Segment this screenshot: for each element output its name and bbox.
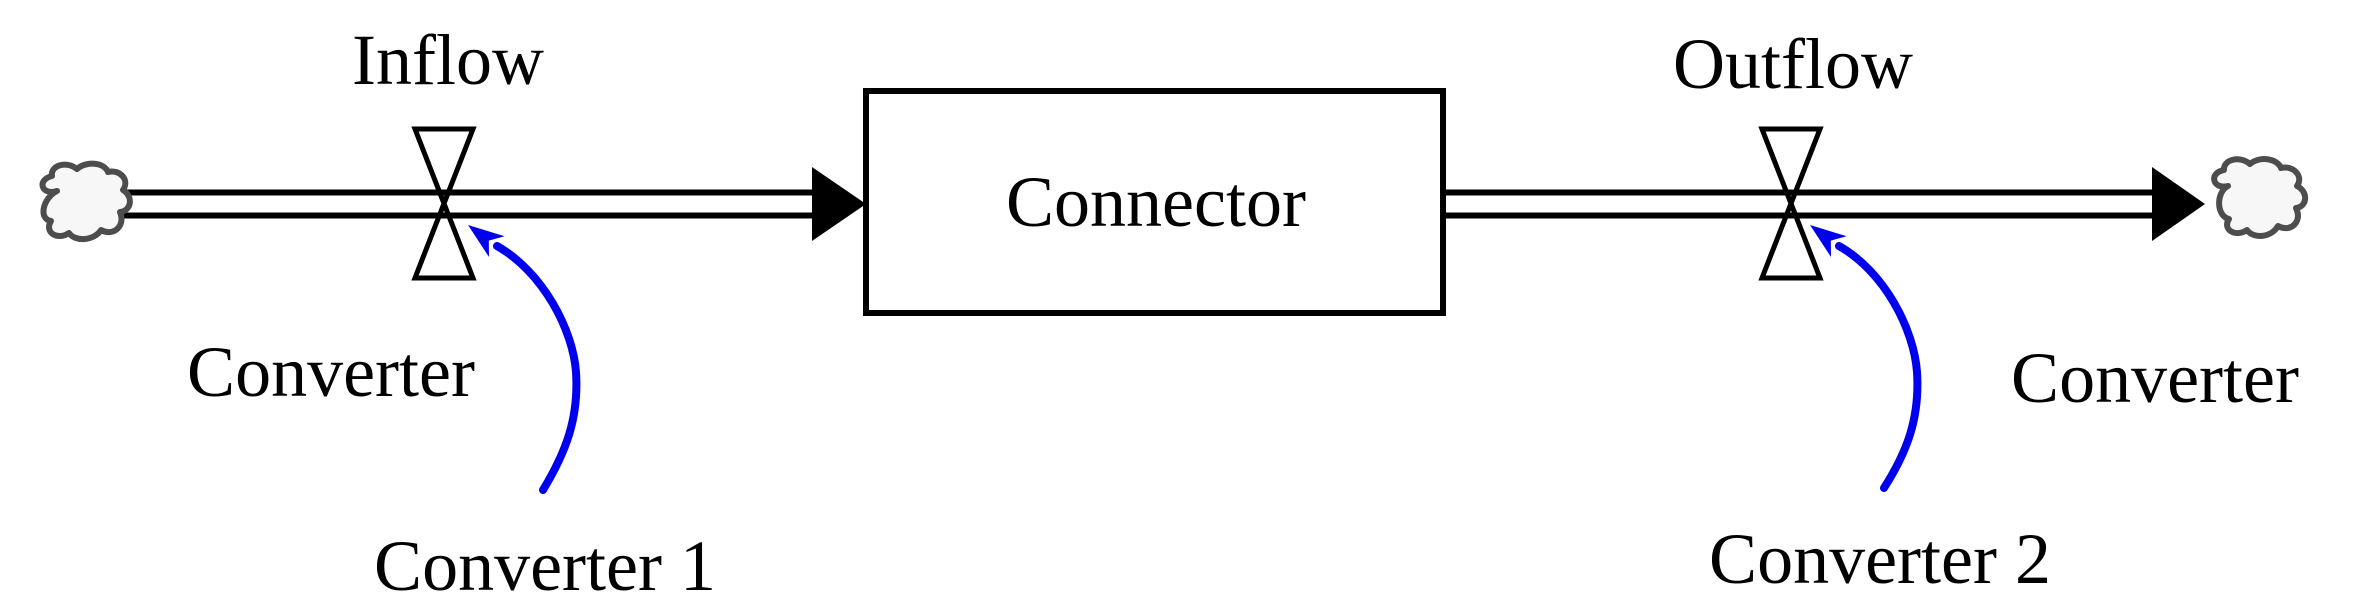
source-cloud-icon bbox=[39, 160, 133, 242]
annotation-arrow-left bbox=[468, 225, 581, 494]
inflow-pipe bbox=[105, 189, 812, 219]
inflow-valve-icon bbox=[411, 126, 477, 281]
inflow-label: Inflow bbox=[352, 20, 544, 100]
annotation-arrow-left-curve bbox=[493, 242, 581, 494]
annotation-arrowhead-left-icon bbox=[468, 225, 505, 257]
converter-left-label: Converter bbox=[187, 332, 475, 412]
annotation-arrowhead-right-icon bbox=[1810, 225, 1847, 257]
converter-2-label: Converter 2 bbox=[1709, 519, 2051, 599]
outflow-arrowhead-icon bbox=[2152, 167, 2205, 241]
sink-cloud-icon bbox=[2211, 156, 2309, 239]
connector-label: Connector bbox=[1006, 162, 1306, 242]
annotation-arrow-right-curve bbox=[1835, 242, 1922, 492]
outflow-pipe bbox=[1443, 189, 2152, 219]
annotation-arrow-right bbox=[1810, 225, 1922, 492]
connector-box bbox=[863, 88, 1446, 316]
outflow-valve-icon bbox=[1758, 126, 1824, 281]
converter-1-label: Converter 1 bbox=[374, 526, 716, 606]
outflow-label: Outflow bbox=[1673, 24, 1913, 104]
inflow-arrowhead-icon bbox=[812, 167, 866, 241]
converter-right-label: Converter bbox=[2011, 338, 2299, 418]
